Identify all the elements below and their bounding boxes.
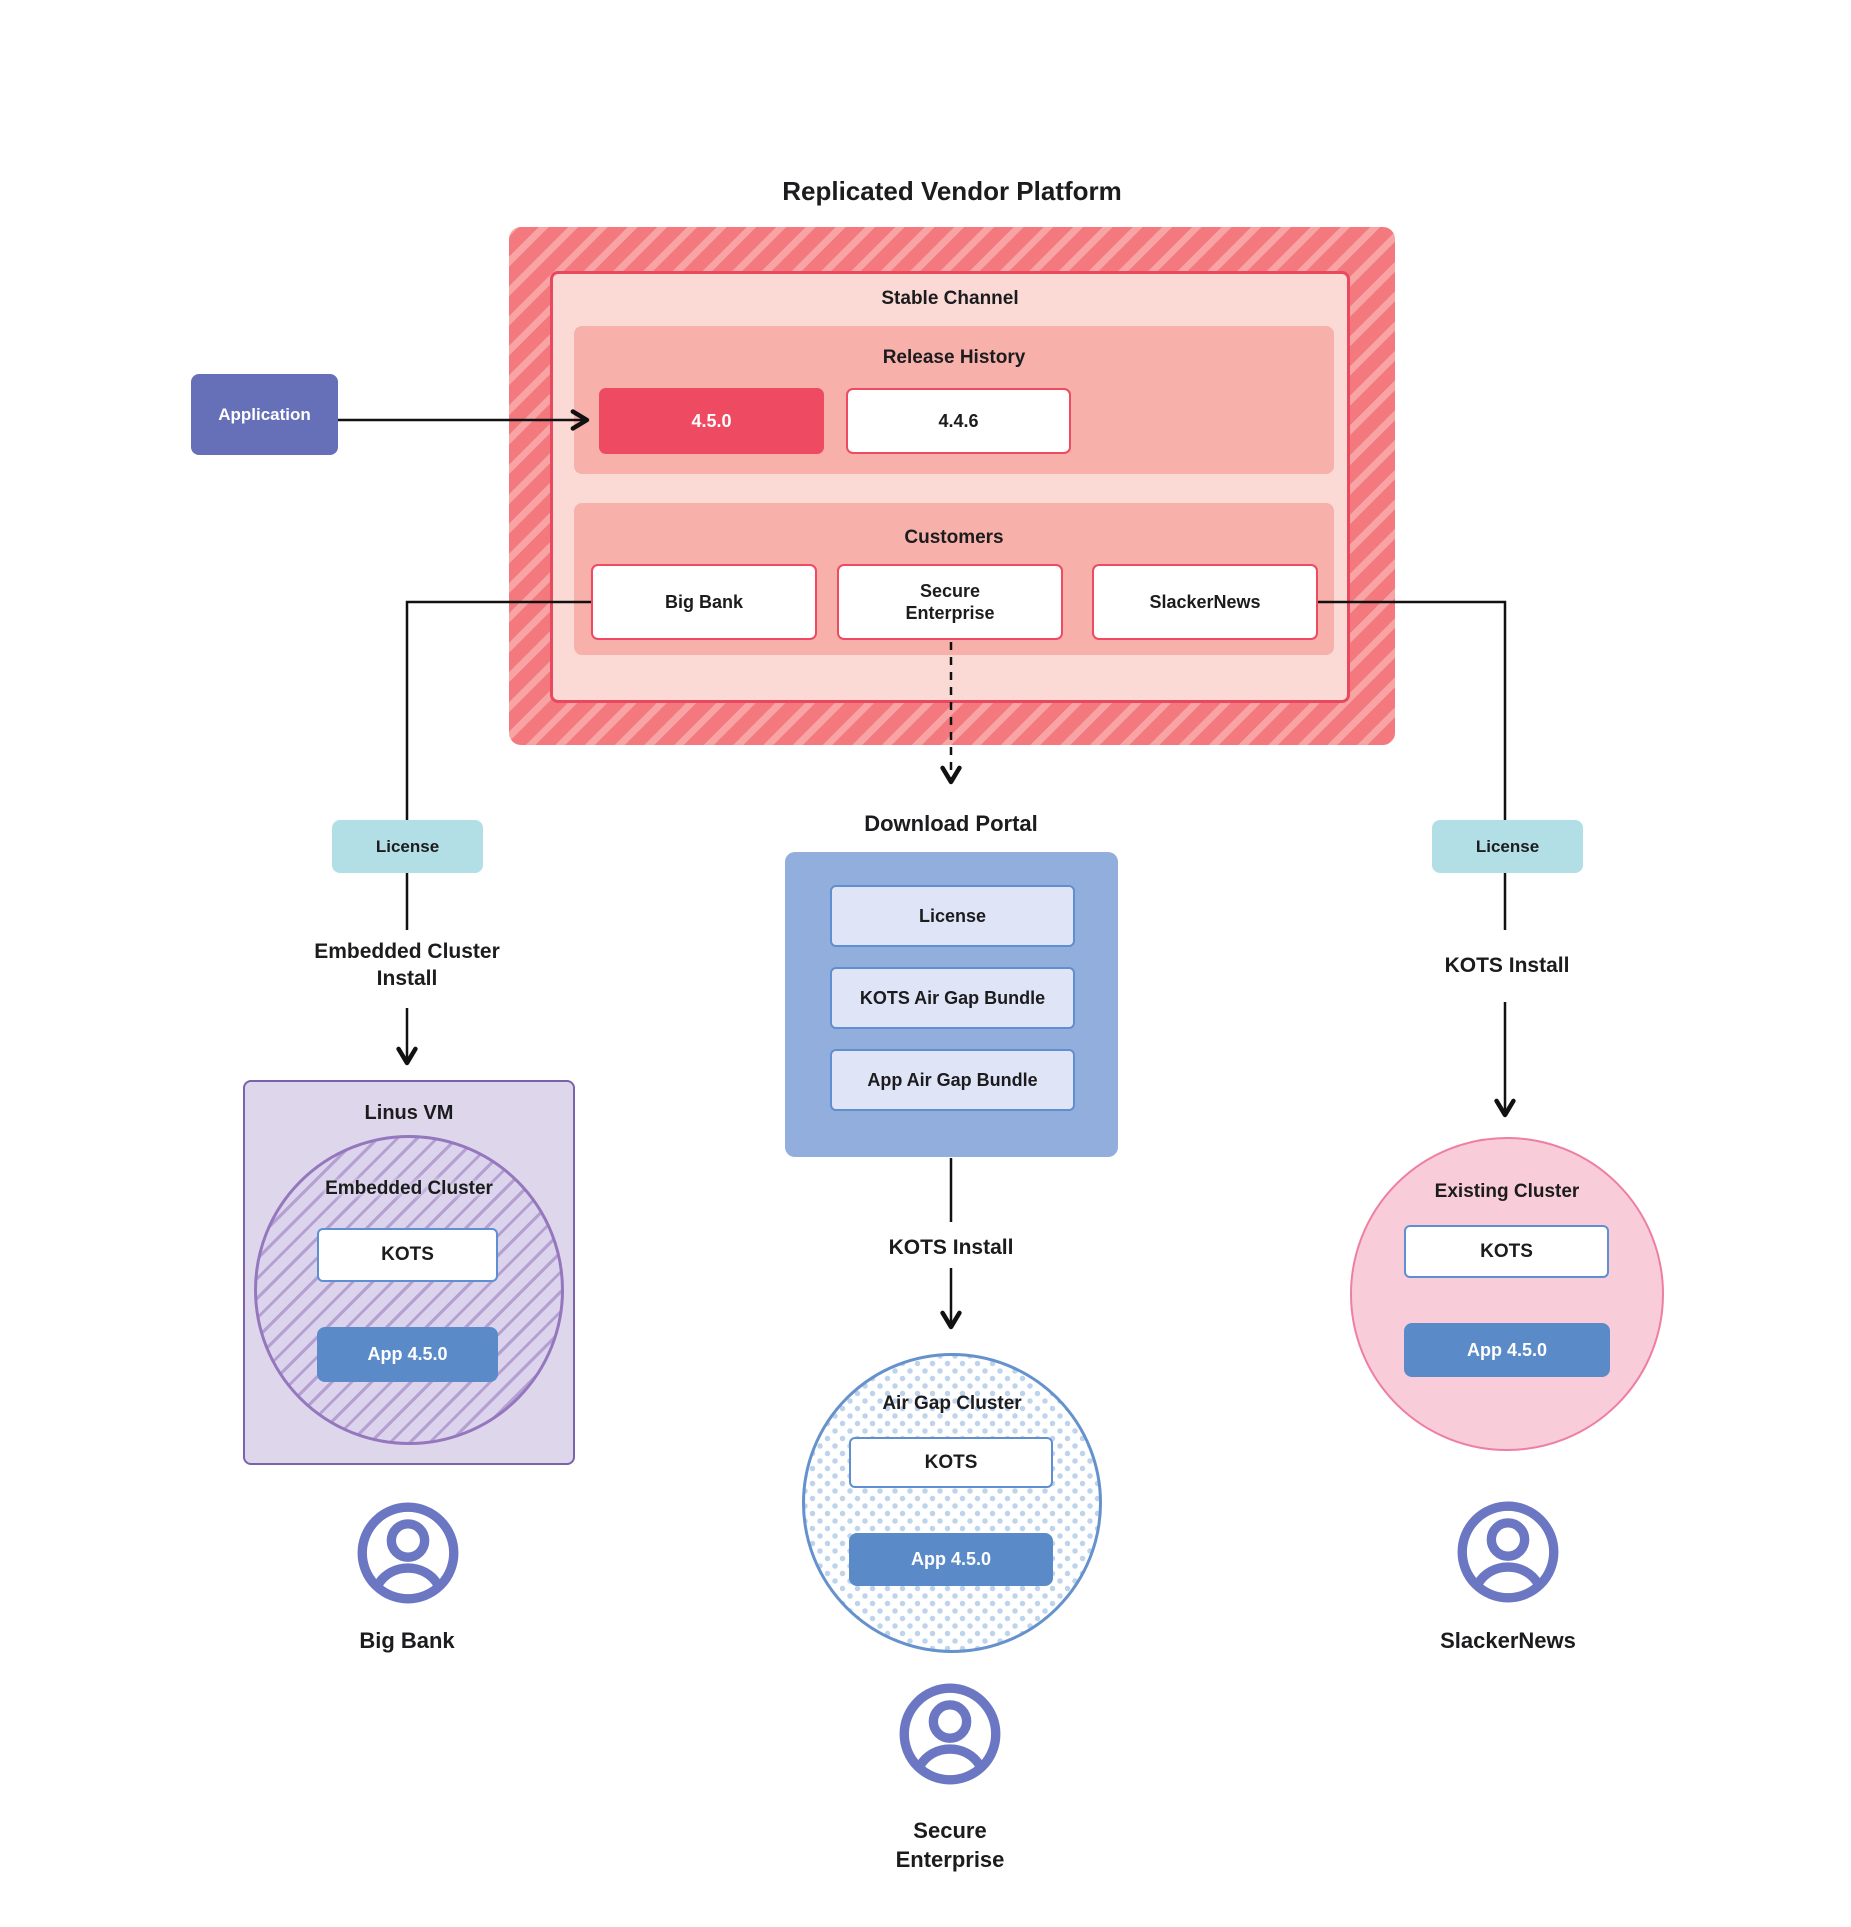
embedded-cluster-circle	[254, 1135, 564, 1445]
customer-secure-enterprise-label: Secure Enterprise	[905, 580, 995, 624]
release-4-5-0: 4.5.0	[599, 388, 824, 454]
diagram-title: Replicated Vendor Platform	[782, 176, 1122, 206]
slackernews-user-label: SlackerNews	[1440, 1628, 1576, 1653]
air-gap-cluster-label: Air Gap Cluster	[882, 1393, 1022, 1414]
kots-box-right: KOTS	[1404, 1225, 1609, 1278]
embedded-cluster-label: Embedded Cluster	[325, 1178, 493, 1199]
portal-item-kots-airgap-bundle: KOTS Air Gap Bundle	[830, 967, 1075, 1029]
customer-slackernews: SlackerNews	[1092, 564, 1318, 640]
linus-vm-label: Linus VM	[364, 1102, 454, 1124]
user-icon-secure-enterprise	[899, 1683, 1001, 1785]
app-box-mid: App 4.5.0	[849, 1533, 1053, 1586]
app-box-right: App 4.5.0	[1404, 1323, 1610, 1377]
customer-big-bank-label: Big Bank	[664, 591, 743, 612]
customer-slackernews-label: SlackerNews	[1149, 591, 1261, 612]
portal-item-license: License	[830, 885, 1075, 947]
user-icon-slackernews	[1457, 1501, 1559, 1603]
big-bank-user-label: Big Bank	[359, 1628, 455, 1653]
app-box-left: App 4.5.0	[317, 1327, 498, 1382]
customers-label: Customers	[904, 527, 1004, 548]
stable-channel-label: Stable Channel	[881, 288, 1019, 309]
customer-secure-enterprise: Secure Enterprise	[837, 564, 1063, 640]
kots-box-left: KOTS	[317, 1228, 498, 1282]
download-portal-label: Download Portal	[864, 811, 1038, 836]
embedded-cluster-install-label: Embedded Cluster Install	[314, 940, 500, 991]
user-icon-big-bank	[357, 1502, 459, 1604]
license-box-right: License	[1432, 820, 1583, 873]
existing-cluster-label: Existing Cluster	[1434, 1181, 1580, 1202]
release-4-4-6: 4.4.6	[846, 388, 1071, 454]
application-box: Application	[191, 374, 338, 455]
portal-item-app-airgap-bundle: App Air Gap Bundle	[830, 1049, 1075, 1111]
secure-enterprise-user-label: Secure Enterprise	[880, 1817, 1020, 1874]
secure-enterprise-user-label-text: Secure Enterprise	[895, 1818, 1005, 1872]
kots-install-label-right: KOTS Install	[1444, 954, 1570, 977]
kots-install-label-mid: KOTS Install	[888, 1236, 1014, 1259]
customer-big-bank: Big Bank	[591, 564, 817, 640]
release-history-label: Release History	[882, 347, 1026, 368]
license-box-left: License	[332, 820, 483, 873]
kots-box-mid: KOTS	[849, 1437, 1053, 1488]
